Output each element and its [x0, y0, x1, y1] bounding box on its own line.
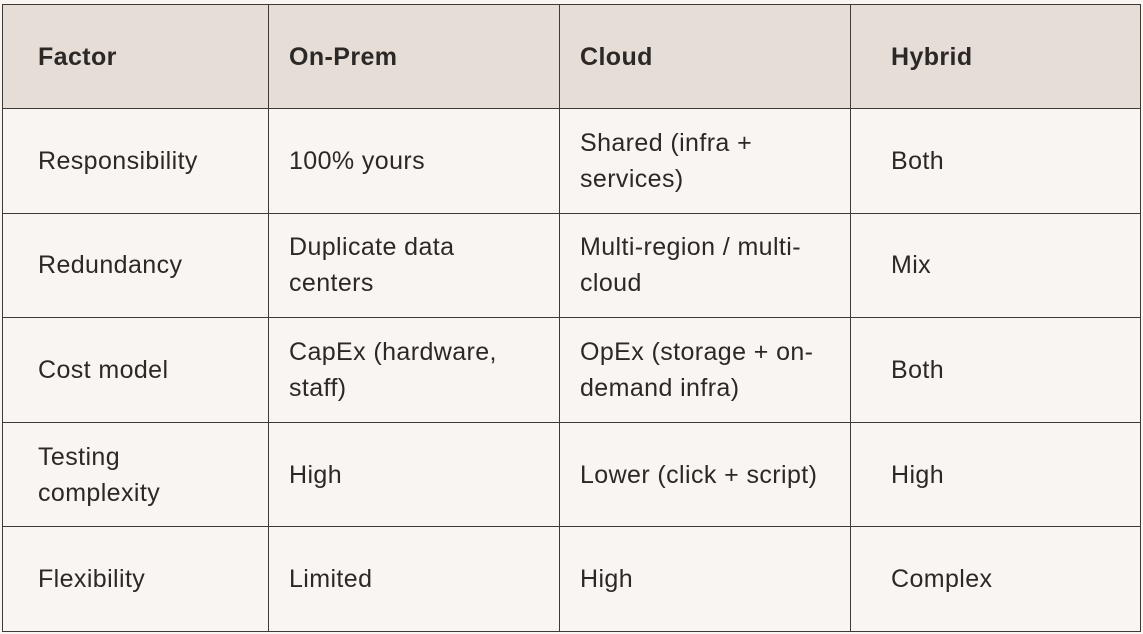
row-on-prem-cell: High — [268, 421, 560, 528]
row-hybrid-cell: High — [850, 421, 1141, 528]
table-row: Flexibility Limited High Complex — [2, 526, 1141, 632]
row-cloud-cell: Multi-region / multi-cloud — [559, 212, 851, 319]
header-on-prem: On-Prem — [268, 4, 560, 109]
row-factor-cell: Cost model — [2, 317, 269, 423]
row-hybrid-cell: Mix — [850, 212, 1141, 319]
row-hybrid-cell: Complex — [850, 526, 1141, 632]
table-row: Redundancy Duplicate data centers Multi-… — [2, 212, 1141, 319]
header-factor: Factor — [2, 4, 269, 109]
row-on-prem-cell: CapEx (hardware, staff) — [268, 317, 560, 423]
row-cloud-cell: Lower (click + script) — [559, 421, 851, 528]
row-hybrid-cell: Both — [850, 317, 1141, 423]
row-factor-cell: Responsibility — [2, 108, 269, 214]
comparison-table-container: Factor On-Prem Cloud Hybrid Responsibili… — [2, 4, 1141, 632]
table-row: Testing complexity High Lower (click + s… — [2, 421, 1141, 528]
row-hybrid-cell: Both — [850, 108, 1141, 214]
row-factor-cell: Redundancy — [2, 212, 269, 319]
row-factor-cell: Flexibility — [2, 526, 269, 632]
row-cloud-cell: OpEx (storage + on-demand infra) — [559, 317, 851, 423]
row-cloud-cell: High — [559, 526, 851, 632]
header-hybrid: Hybrid — [850, 4, 1141, 109]
table-row: Responsibility 100% yours Shared (infra … — [2, 108, 1141, 214]
table-header-row: Factor On-Prem Cloud Hybrid — [2, 4, 1141, 109]
row-cloud-cell: Shared (infra + services) — [559, 108, 851, 214]
row-on-prem-cell: Limited — [268, 526, 560, 632]
header-cloud: Cloud — [559, 4, 851, 109]
table-row: Cost model CapEx (hardware, staff) OpEx … — [2, 317, 1141, 423]
row-on-prem-cell: Duplicate data centers — [268, 212, 560, 319]
comparison-table: Factor On-Prem Cloud Hybrid Responsibili… — [2, 4, 1141, 632]
row-factor-cell: Testing complexity — [2, 421, 269, 528]
row-on-prem-cell: 100% yours — [268, 108, 560, 214]
